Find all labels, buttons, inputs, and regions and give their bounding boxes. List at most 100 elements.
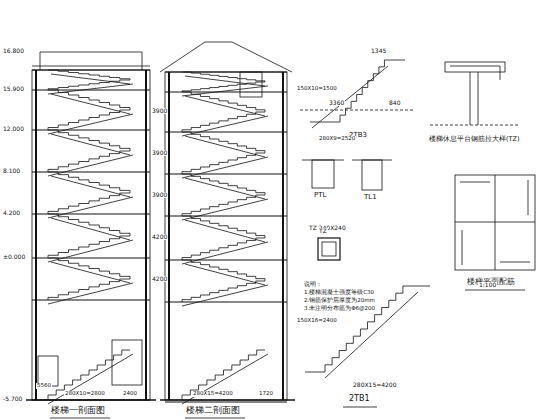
stair-slab	[48, 354, 133, 404]
stair-slab	[182, 242, 268, 264]
beam-TL1	[352, 160, 392, 190]
dimension-text: 1:100	[478, 282, 497, 288]
stair-flight	[48, 172, 130, 193]
elevation-mark: 15.900	[2, 86, 25, 92]
stair-flight	[48, 193, 130, 214]
dimension-text: 280X9=2520	[318, 136, 356, 142]
stair-flight	[48, 80, 130, 90]
stair-flight	[48, 130, 130, 151]
dimension-text: 4200	[151, 234, 168, 240]
stair-flight	[48, 350, 130, 400]
stair-flight	[182, 350, 265, 400]
stair-slab	[51, 176, 130, 197]
dimension-text: 280X15=4200	[192, 391, 234, 397]
stair-slab	[185, 264, 265, 285]
note-text: 3.未注明分布筋为Φ6@200	[303, 306, 376, 312]
stair-slab	[182, 116, 268, 136]
step-profile	[340, 60, 390, 122]
drawing-title: PTL	[313, 192, 327, 199]
stair-flight	[48, 214, 130, 236]
stair-slab	[182, 157, 268, 178]
dimension-text: 150X10=1500	[296, 86, 338, 92]
dimension-text: 2400	[122, 391, 138, 397]
stair-section-1	[26, 52, 156, 400]
stair-slab	[185, 220, 265, 242]
dimension-text: 3900	[151, 192, 168, 198]
drawing-title: 楼梯二剖面图	[185, 406, 241, 415]
elevation-mark: ±0.000	[2, 254, 26, 260]
floor-line	[165, 301, 287, 302]
stair-flight	[48, 90, 130, 110]
stair-flight	[48, 258, 130, 279]
stair-section-2	[160, 42, 295, 400]
stair-flight	[182, 238, 265, 260]
elevation-mark: 8.100	[2, 168, 21, 174]
stair-flight	[48, 279, 130, 300]
stair-slab	[185, 96, 265, 116]
stair-flight	[182, 92, 265, 112]
beam-PTL	[302, 160, 344, 188]
stair-slab	[51, 218, 130, 240]
stair-flight	[182, 174, 265, 195]
drawing-title: 楼梯一剖面图	[50, 406, 106, 415]
slab-2TB3	[300, 60, 415, 128]
floor-lines	[32, 70, 287, 402]
stair-flight	[182, 153, 265, 174]
column-TZ	[318, 238, 340, 260]
dimension-text: 1720	[258, 391, 274, 397]
dimension-text: 3900	[151, 150, 168, 156]
floor-line	[32, 399, 150, 400]
stair-flight	[48, 110, 130, 130]
stair-flight	[48, 151, 130, 172]
stair-slab	[182, 285, 268, 306]
dimension-text: 3900	[151, 108, 168, 114]
dimension-text: 5560	[36, 383, 52, 389]
note-text: 1.楼梯混凝土强度等级C30	[303, 290, 375, 296]
floor-line	[165, 401, 287, 402]
stair-flight	[182, 195, 265, 216]
platform-detail	[430, 62, 520, 125]
dimension-text: TZ	[318, 228, 328, 234]
dimension-text: 840	[388, 100, 401, 106]
stair-slab	[185, 136, 265, 157]
stair-flight	[48, 236, 130, 258]
stair-slab	[185, 76, 265, 86]
stair-flights	[48, 70, 268, 404]
dimension-text: 4200	[151, 276, 168, 282]
drawing-title: TL1	[363, 194, 378, 201]
dimension-text: 150X16=2400	[296, 318, 338, 324]
stair-flight	[182, 260, 265, 281]
stair-slab	[185, 178, 265, 199]
dimension-text: 1345	[370, 48, 387, 54]
stair-slab	[51, 262, 130, 283]
dimension-text: 280X10=2800	[64, 391, 106, 397]
elevation-mark: 12.000	[2, 126, 25, 132]
stair-slab	[182, 354, 268, 404]
plan-reinforcement	[455, 175, 535, 270]
dimension-text: 280X15=4200	[352, 382, 398, 388]
stair-slab	[48, 197, 133, 218]
stair-slab	[51, 134, 130, 155]
note-text: 说明：	[303, 282, 323, 288]
drawing-title: 楼梯休息平台钢筋拉大样(TZ)	[428, 136, 521, 143]
title-underlines	[50, 290, 525, 418]
drawing-title: 2TB1	[348, 395, 371, 403]
stair-flight	[182, 216, 265, 238]
stair-flight	[182, 112, 265, 132]
floor-line	[32, 299, 150, 300]
note-text: 2.钢筋保护层厚度为20mm	[303, 298, 376, 304]
dimension-text: 3360	[328, 100, 345, 106]
stair-slab	[48, 114, 133, 134]
elevation-mark: -5.700	[2, 396, 23, 402]
elevation-mark: 16.800	[2, 48, 25, 54]
stair-slab	[51, 74, 130, 84]
elevation-mark: 4.200	[2, 210, 21, 216]
stair-slab	[48, 155, 133, 176]
stair-slab	[48, 240, 133, 262]
step-profile	[340, 60, 390, 122]
stair-flight	[182, 281, 265, 302]
stair-slab	[182, 199, 268, 220]
stair-flight	[182, 82, 265, 92]
